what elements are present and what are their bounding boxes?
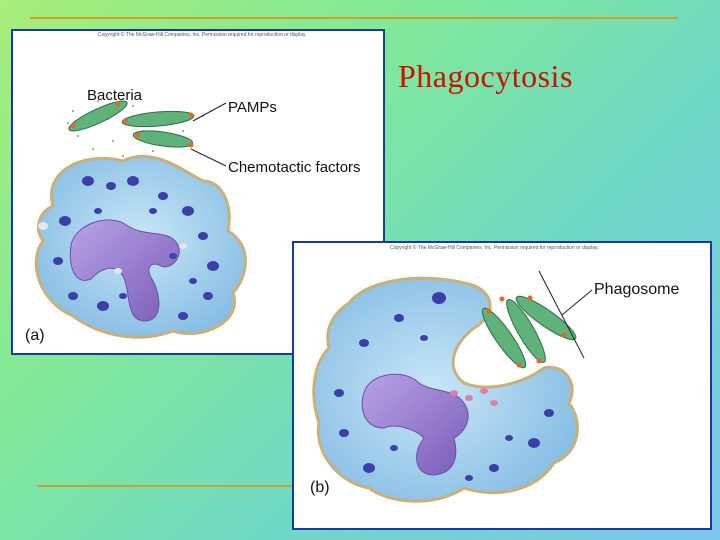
slide-title: Phagocytosis [398, 58, 573, 94]
granules [53, 176, 219, 320]
panel-b-illustration [312, 270, 593, 503]
panel-b-figure: Copyright © The McGraw-Hill Companies, I… [292, 241, 712, 530]
bacteria-label: Bacteria [87, 87, 143, 104]
chemotactic-label: Chemotactic factors [228, 159, 361, 176]
top-rule [30, 17, 678, 19]
pamps-leader [192, 102, 227, 122]
panel-a-illustration [34, 100, 247, 339]
nucleus [69, 219, 180, 322]
phagosome-label: Phagosome [594, 281, 680, 298]
panel-b-copyright: Copyright © The McGraw-Hill Companies, I… [390, 245, 599, 251]
panel-a-figure: Copyright © The McGraw-Hill Companies, I… [11, 29, 385, 355]
chemotactic-speckles [67, 100, 204, 162]
nucleus-b [361, 373, 469, 476]
granules-b [334, 292, 554, 481]
chemotactic-leader [190, 148, 227, 167]
panel-a-copyright: Copyright © The McGraw-Hill Companies, I… [98, 32, 307, 38]
phagosome-leader [561, 289, 593, 316]
engulfed-bacteria [481, 295, 577, 369]
panel-a-label: (a) [25, 327, 45, 344]
panel-b-label: (b) [310, 479, 330, 496]
pamps-label: PAMPs [228, 99, 277, 116]
bottom-rule [37, 485, 295, 487]
pamps-dots-b [486, 295, 567, 368]
phagosome-bracket [538, 270, 585, 359]
bacteria-group [68, 100, 195, 148]
fusing-lysosomes [450, 388, 498, 406]
pamps-dots [70, 101, 194, 148]
pale-granules [38, 222, 187, 274]
